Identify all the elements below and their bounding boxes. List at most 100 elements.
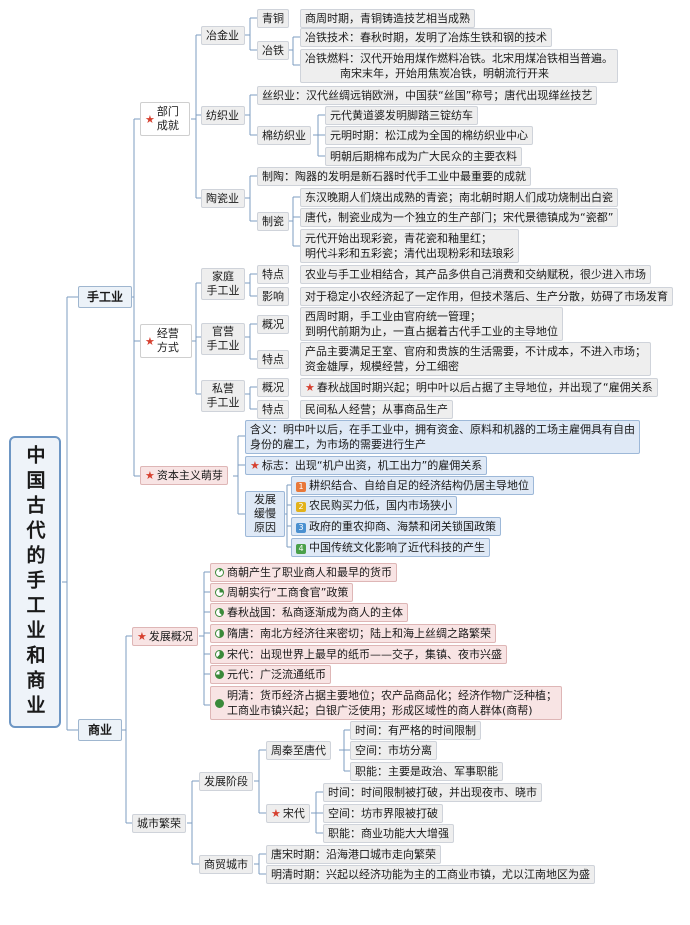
star-icon: ★: [145, 469, 155, 482]
node-stages: 发展阶段: [199, 772, 253, 791]
node-iron: 冶铁: [257, 41, 289, 60]
connector-line: [245, 274, 251, 296]
connector-line: [245, 176, 251, 221]
node-porcelain: 制瓷: [257, 212, 289, 231]
star-icon: ★: [145, 334, 155, 348]
node-bronze-text: 商周时期，青铜铸造技艺相当成熟: [300, 9, 475, 28]
node-family-impact-label: 影响: [257, 287, 289, 306]
star-icon: ★: [137, 630, 147, 643]
number-3-icon: 3: [296, 523, 306, 533]
node-cotton-item: 明朝后期棉布成为广大民众的主要衣料: [325, 147, 522, 166]
star-icon: ★: [250, 459, 260, 472]
node-private-feature-label: 特点: [257, 400, 289, 419]
node-overview-item: 商朝产生了职业商人和最早的货币: [210, 563, 397, 582]
node-overview-item: 元代：广泛流通纸币: [210, 665, 331, 684]
pie-icon: [215, 568, 224, 577]
node-private: 私营 手工业: [201, 380, 245, 412]
node-capitalism-meaning: 含义：明中叶以后，在手工业中，拥有资金、原料和机器的工场主雇佣具有自由 身份的雇…: [245, 420, 640, 454]
node-song-item: 时间：时间限制被打破，并出现夜市、晓市: [323, 783, 542, 802]
node-capitalism-label: 资本主义萌芽: [156, 469, 223, 482]
node-overview-item: 明清：货币经济占据主要地位；农产品商品化；经济作物广泛种植； 工商业市镇兴起；白…: [210, 686, 562, 720]
node-achievements-label: 部门 成就: [156, 105, 179, 132]
node-bronze: 青铜: [257, 9, 289, 28]
node-porcelain-item: 元代开始出现彩瓷，青花瓷和釉里红； 明代斗彩和五彩瓷；清代出现粉彩和珐琅彩: [300, 229, 519, 263]
connector-line: [254, 750, 260, 813]
node-management-label: 经营 方式: [156, 327, 179, 354]
branch-handicraft: 手工业: [78, 286, 132, 308]
connector-line: [245, 324, 251, 359]
connector-line: [245, 95, 251, 135]
node-cotton-item: 元代黄道婆发明脚踏三锭纺车: [325, 106, 478, 125]
node-metallurgy: 冶金业: [201, 26, 245, 45]
connector-line: [191, 35, 197, 198]
node-overview-item-text: 宋代：出现世界上最早的纸币——交子，集镇、夜市兴盛: [227, 648, 502, 661]
connector-line: [245, 387, 251, 409]
node-slow-development: 发展 缓慢 原因: [245, 491, 285, 537]
node-official-overview: 西周时期，手工业由官府统一管理； 到明代前期为止，一直占据着古代手工业的主导地位: [300, 307, 563, 341]
node-family-feature: 农业与手工业相结合，其产品多供自己消费和交纳赋税，很少进入市场: [300, 265, 651, 284]
node-achievements: ★ 部门 成就: [140, 102, 190, 136]
node-cotton-item: 元明时期：松江成为全国的棉纺织业中心: [325, 126, 533, 145]
node-slow-reason-text: 中国传统文化影响了近代科技的产生: [309, 541, 485, 554]
node-zhou-tang-item: 时间：有严格的时间限制: [350, 721, 481, 740]
node-overview-item-text: 周朝实行“工商食官”政策: [227, 586, 349, 599]
node-overview-item-text: 明清：货币经济占据主要地位；农产品商品化；经济作物广泛种植； 工商业市镇兴起；白…: [227, 689, 557, 717]
node-official-overview-label: 概况: [257, 315, 289, 334]
pie-icon: [215, 588, 224, 597]
number-1-icon: 1: [296, 482, 306, 492]
node-commerce-overview: ★发展概况: [132, 627, 198, 646]
node-management: ★ 经营 方式: [140, 324, 192, 358]
node-private-feature: 民间私人经营；从事商品生产: [300, 400, 453, 419]
node-overview-item-text: 春秋战国：私商逐渐成为商人的主体: [227, 606, 403, 619]
node-city: 城市繁荣: [132, 814, 186, 833]
node-zhou-tang-item: 空间：市坊分离: [350, 741, 437, 760]
node-song-label: 宋代: [282, 807, 305, 820]
node-pottery: 制陶：陶器的发明是新石器时代手工业中最重要的成就: [257, 167, 531, 186]
pie-icon: [215, 698, 224, 708]
node-zhou-tang: 周秦至唐代: [266, 741, 331, 760]
node-overview-item: 春秋战国：私商逐渐成为商人的主体: [210, 603, 408, 622]
star-icon: ★: [305, 381, 315, 394]
node-overview-item: 隋唐：南北方经济往来密切；陆上和海上丝绸之路繁荣: [210, 624, 496, 643]
pie-icon: [215, 608, 224, 617]
node-zhou-tang-item: 职能：主要是政治、军事职能: [350, 762, 503, 781]
number-2-icon: 2: [296, 502, 306, 512]
connector-line: [233, 436, 239, 514]
node-slow-reason-text: 耕织结合、自给自足的经济结构仍居主导地位: [309, 479, 529, 492]
node-official-feature-label: 特点: [257, 350, 289, 369]
node-family: 家庭 手工业: [201, 268, 245, 300]
node-private-overview-text: 春秋战国时期兴起；明中叶以后占据了主导地位，并出现了“雇佣关系: [316, 381, 653, 394]
node-capitalism: ★资本主义萌芽: [140, 466, 228, 485]
node-ceramics: 陶瓷业: [201, 189, 245, 208]
node-song-item: 职能：商业功能大大增强: [323, 824, 454, 843]
node-iron-fuel: 冶铁燃料：汉代开始用煤作燃料冶铁。北宋用煤冶铁相当普遍。 南宋末年，开始用焦炭冶…: [300, 49, 618, 83]
connector-line: [187, 781, 193, 864]
number-4-icon: 4: [296, 544, 306, 554]
node-private-overview-label: 概况: [257, 378, 289, 397]
node-family-feature-label: 特点: [257, 265, 289, 284]
pie-icon: [215, 650, 224, 659]
node-trade-city-item: 明清时期：兴起以经济功能为主的工商业市镇，尤以江南地区为盛: [266, 865, 595, 884]
node-slow-reason-text: 农民购买力低，国内市场狭小: [309, 499, 452, 512]
node-overview-item-text: 元代：广泛流通纸币: [227, 668, 326, 681]
connector-line: [199, 572, 205, 705]
connector-line: [339, 730, 345, 771]
node-official-feature: 产品主要满足王室、官府和贵族的生活需要，不计成本，不进入市场； 资金雄厚，规模经…: [300, 342, 651, 376]
node-overview-item-text: 隋唐：南北方经济往来密切；陆上和海上丝绸之路繁荣: [227, 627, 491, 640]
star-icon: ★: [145, 112, 155, 126]
node-official: 官营 手工业: [201, 323, 245, 355]
node-trade-city: 商贸城市: [199, 855, 253, 874]
connector-line: [313, 115, 319, 156]
pie-icon: [215, 629, 224, 638]
node-private-overview: ★春秋战国时期兴起；明中叶以后占据了主导地位，并出现了“雇佣关系: [300, 378, 658, 397]
connector-line: [245, 18, 251, 50]
node-iron-technique: 冶铁技术：春秋时期，发明了冶炼生铁和钢的技术: [300, 28, 552, 47]
node-commerce-overview-label: 发展概况: [148, 630, 193, 643]
connector-line: [62, 297, 68, 730]
node-family-impact: 对于稳定小农经济起了一定作用，但技术落后、生产分散，妨碍了市场发育: [300, 287, 673, 306]
connector-line: [311, 792, 317, 833]
node-cotton: 棉纺织业: [257, 126, 311, 145]
